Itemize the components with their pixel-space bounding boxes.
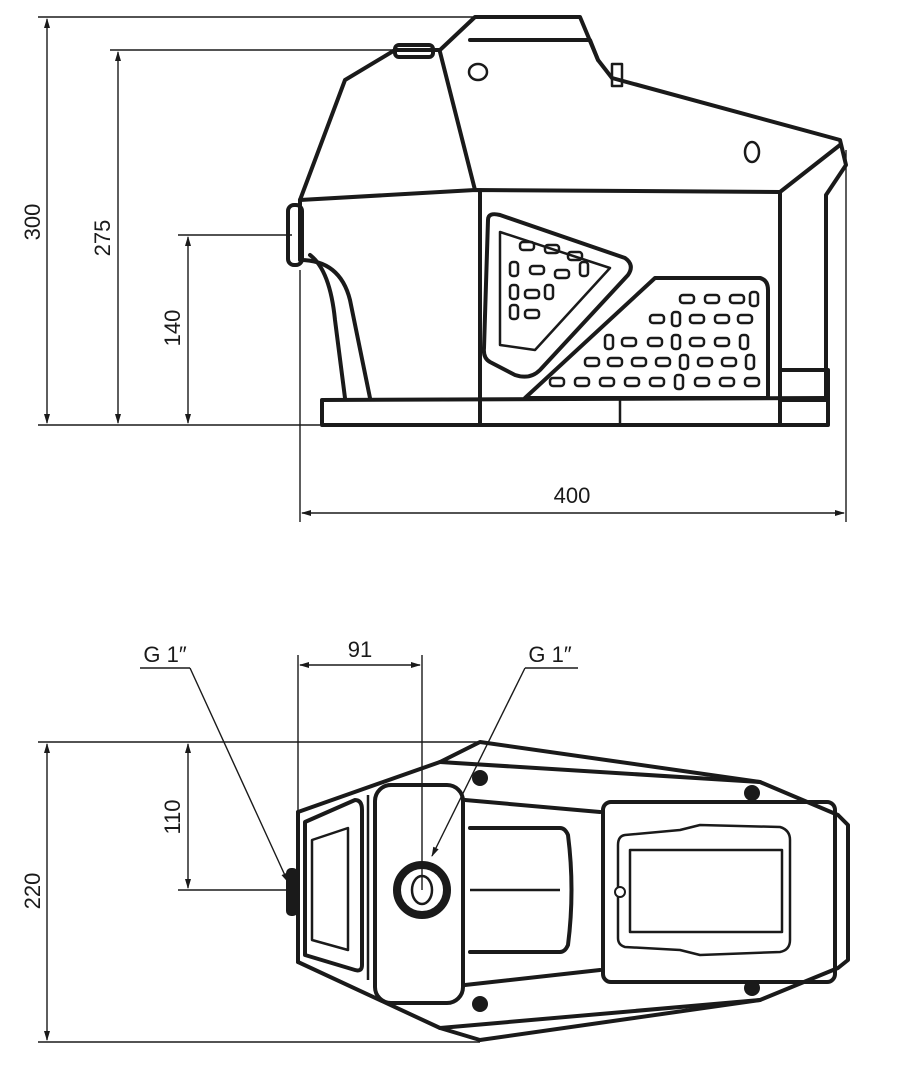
- inlet-port: [286, 203, 304, 267]
- dim-label-110: 110: [160, 799, 185, 834]
- inlet-thread-label: G 1″: [143, 642, 186, 667]
- dim-label-275: 275: [90, 220, 115, 257]
- top-view-dimensions: 220 110 91 G 1″ G 1″: [20, 637, 578, 1043]
- dim-label-400: 400: [554, 483, 591, 508]
- inlet-port: [286, 868, 298, 916]
- top-view: 220 110 91 G 1″ G 1″: [20, 637, 850, 1043]
- dim-label-91: 91: [348, 637, 372, 662]
- dim-label-220: 220: [20, 873, 45, 910]
- mounting-hole: [472, 996, 488, 1012]
- side-view-dimensions: 300 275 140 400: [20, 16, 847, 522]
- outlet-thread-label: G 1″: [528, 642, 571, 667]
- side-view: 300 275 140 400: [20, 15, 848, 522]
- vent-grille-upper: [481, 212, 633, 379]
- outlet-leader: [431, 667, 526, 857]
- mounting-hole: [744, 980, 760, 996]
- vent-grille-lower: [523, 276, 770, 400]
- pump-top-outline: [286, 740, 850, 1042]
- pump-head: [373, 783, 465, 1005]
- outlet-port: [393, 861, 451, 919]
- dim-label-300: 300: [20, 204, 45, 241]
- pump-side-outline: [286, 15, 848, 427]
- inlet-leader: [189, 667, 289, 883]
- mounting-hole: [744, 785, 760, 801]
- dim-label-140: 140: [160, 310, 185, 347]
- mounting-hole: [472, 770, 488, 786]
